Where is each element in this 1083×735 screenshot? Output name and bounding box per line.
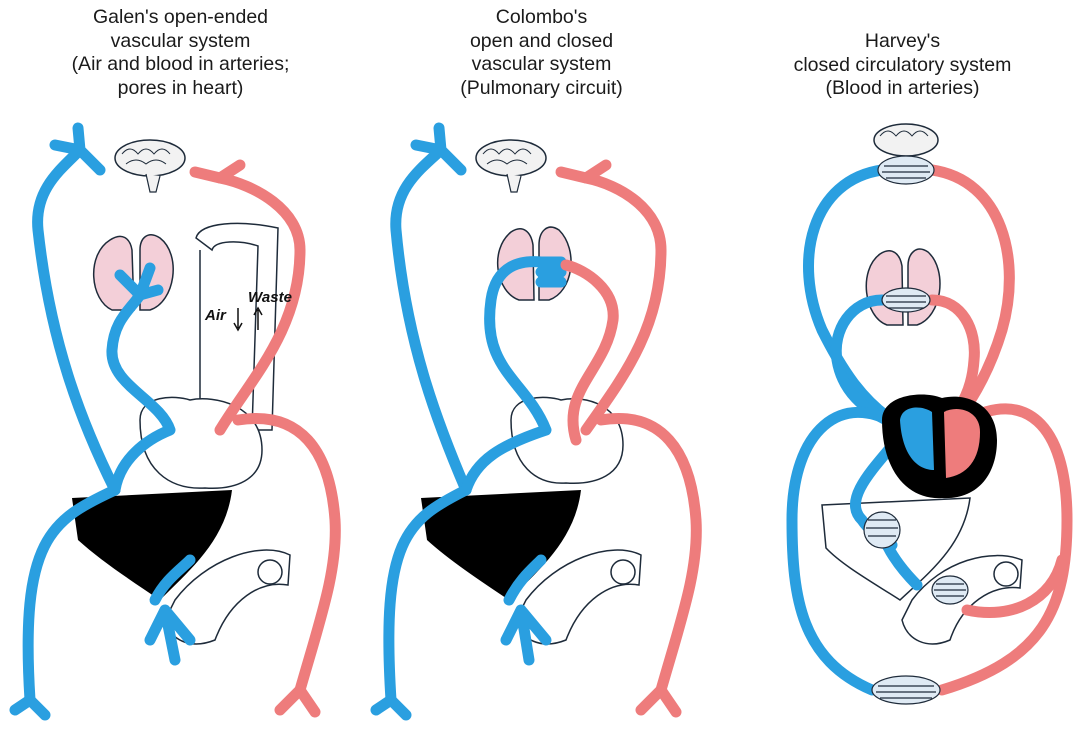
- capillary-bed-lower-body: [872, 676, 940, 704]
- capillary-bed-liver: [864, 512, 900, 548]
- panel-colombo: Colombo's open and closed vascular syste…: [361, 0, 722, 735]
- arrow-down-icon: [234, 308, 242, 330]
- capillary-bed-lungs: [882, 288, 930, 312]
- harvey-diagram: [722, 0, 1083, 735]
- capillary-bed-intestine: [932, 576, 968, 604]
- label-waste: Waste: [248, 289, 292, 306]
- veins: [15, 128, 190, 715]
- brain-icon: [476, 140, 546, 192]
- capillary-bed-brain: [878, 156, 934, 184]
- label-air: Air: [204, 307, 227, 324]
- heart-icon: [882, 394, 997, 498]
- colombo-diagram: [361, 0, 722, 735]
- brain-icon: [115, 140, 185, 192]
- panel-galen: Galen's open-ended vascular system (Air …: [0, 0, 361, 735]
- brain-icon: [874, 124, 938, 156]
- lungs-icon: [866, 249, 940, 325]
- galen-diagram: Air Waste: [0, 0, 361, 735]
- panel-harvey: Harvey's closed circulatory system (Bloo…: [722, 0, 1083, 735]
